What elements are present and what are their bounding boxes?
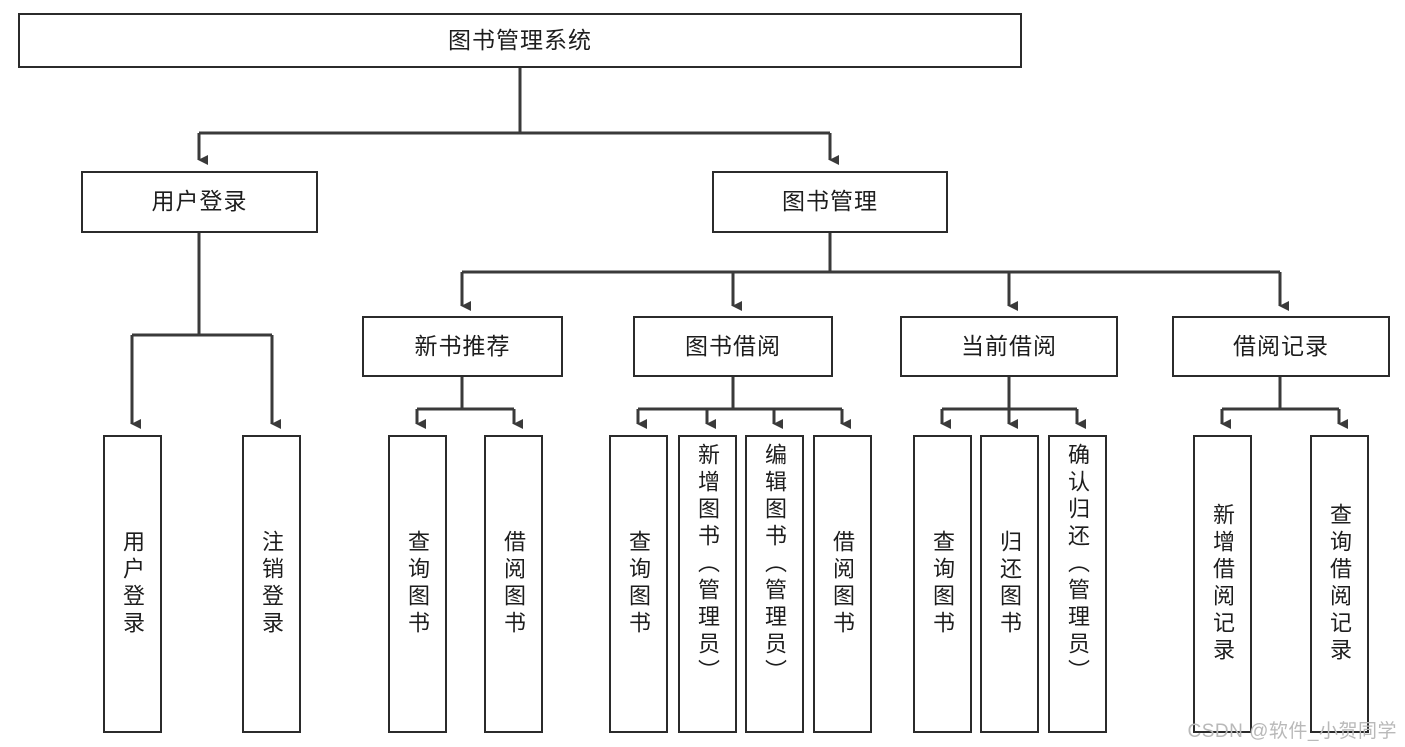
leaf-label: 确认归还（管理员） <box>1065 443 1091 686</box>
leaf-return-book[interactable]: 归还图书 <box>980 435 1039 733</box>
leaf-query-book-current[interactable]: 查询图书 <box>913 435 972 733</box>
leaf-query-borrow-record[interactable]: 查询借阅记录 <box>1310 435 1369 733</box>
node-root-system[interactable]: 图书管理系统 <box>18 13 1022 68</box>
leaf-logout[interactable]: 注销登录 <box>242 435 301 733</box>
leaf-query-book-recommend[interactable]: 查询图书 <box>388 435 447 733</box>
leaf-label: 查询借阅记录 <box>1327 503 1353 665</box>
node-label: 图书借阅 <box>685 332 781 359</box>
node-borrow-record[interactable]: 借阅记录 <box>1172 316 1390 377</box>
node-label: 当前借阅 <box>961 332 1057 359</box>
leaf-label: 查询图书 <box>405 530 431 638</box>
leaf-label: 查询图书 <box>930 530 956 638</box>
leaf-edit-book-admin[interactable]: 编辑图书（管理员） <box>745 435 804 733</box>
node-book-management[interactable]: 图书管理 <box>712 171 948 233</box>
csdn-watermark: CSDN @软件_小贺同学 <box>1187 721 1397 742</box>
node-book-borrow[interactable]: 图书借阅 <box>633 316 833 377</box>
leaf-label: 归还图书 <box>997 530 1023 638</box>
leaf-label: 借阅图书 <box>830 530 856 638</box>
leaf-borrow-book[interactable]: 借阅图书 <box>813 435 872 733</box>
leaf-confirm-return-admin[interactable]: 确认归还（管理员） <box>1048 435 1107 733</box>
leaf-label: 查询图书 <box>626 530 652 638</box>
leaf-label: 新增图书（管理员） <box>695 443 721 686</box>
leaf-user-login[interactable]: 用户登录 <box>103 435 162 733</box>
node-user-login[interactable]: 用户登录 <box>81 171 318 233</box>
node-new-book-recommend[interactable]: 新书推荐 <box>362 316 563 377</box>
node-label: 图书管理 <box>782 188 878 215</box>
leaf-borrow-book-recommend[interactable]: 借阅图书 <box>484 435 543 733</box>
node-label: 新书推荐 <box>414 332 511 359</box>
node-label: 用户登录 <box>151 188 248 215</box>
node-label: 借阅记录 <box>1233 332 1329 359</box>
leaf-label: 借阅图书 <box>501 530 527 638</box>
node-current-borrow[interactable]: 当前借阅 <box>900 316 1118 377</box>
leaf-add-book-admin[interactable]: 新增图书（管理员） <box>678 435 737 733</box>
leaf-query-book-borrow[interactable]: 查询图书 <box>609 435 668 733</box>
leaf-label: 注销登录 <box>259 530 285 638</box>
leaf-label: 新增借阅记录 <box>1210 503 1236 665</box>
leaf-label: 编辑图书（管理员） <box>762 443 788 686</box>
leaf-add-borrow-record[interactable]: 新增借阅记录 <box>1193 435 1252 733</box>
node-label: 图书管理系统 <box>448 26 592 53</box>
leaf-label: 用户登录 <box>120 530 146 638</box>
